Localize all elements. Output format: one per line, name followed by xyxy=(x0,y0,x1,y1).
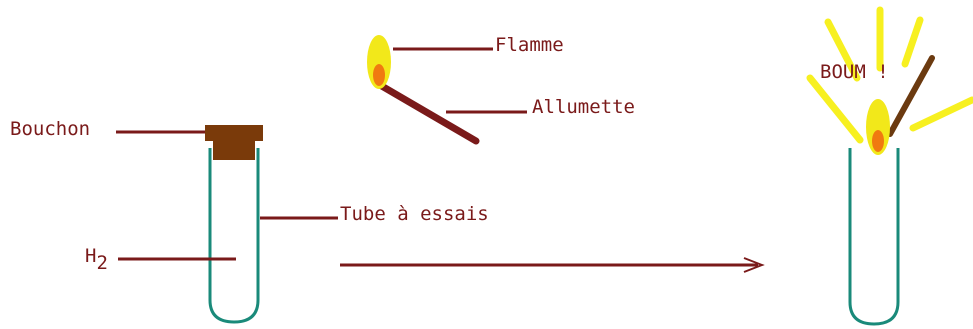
allumette-label: Allumette xyxy=(532,96,635,118)
test-tube-stoppered xyxy=(205,125,263,324)
match-stick xyxy=(376,81,480,145)
lit-match xyxy=(367,35,480,145)
burst-rays xyxy=(806,6,973,144)
gas-label: H2 xyxy=(85,245,108,274)
tube-glass xyxy=(208,148,260,324)
gas-subscript: 2 xyxy=(96,252,107,274)
match-flame-outer xyxy=(367,35,391,89)
falling-match-stick xyxy=(887,55,935,137)
bouchon-label: Bouchon xyxy=(10,118,90,140)
burst-ray xyxy=(909,96,973,132)
burst-ray xyxy=(824,18,861,82)
boum-label: BOUM ! xyxy=(820,61,889,83)
burst-ray xyxy=(806,74,864,144)
flamme-label: Flamme xyxy=(495,34,564,56)
explosion-flame-inner xyxy=(872,130,884,152)
tube-label: Tube à essais xyxy=(340,203,489,225)
transition-arrow xyxy=(340,257,765,273)
arrow-head xyxy=(743,257,765,273)
burst-ray xyxy=(901,16,924,68)
stopper-plug xyxy=(213,141,255,160)
open-tube-glass xyxy=(848,148,900,326)
stopper xyxy=(205,125,263,141)
gas-symbol: H xyxy=(85,245,96,267)
match-flame-inner xyxy=(373,64,385,86)
